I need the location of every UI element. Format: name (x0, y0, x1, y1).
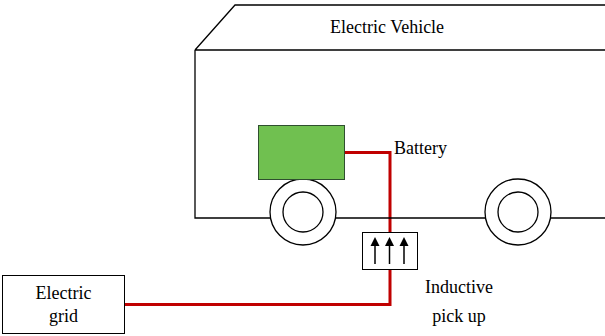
arrow-head (385, 237, 394, 246)
vehicle-outline: Battery Electric Vehicle (195, 5, 605, 219)
arrow-shaft (389, 245, 391, 264)
wheel-tyre (485, 179, 551, 245)
wheel-tyre (270, 179, 336, 245)
body-outline (195, 5, 605, 218)
arrow-head (371, 237, 380, 246)
battery-box: Battery (258, 125, 345, 180)
power-wire (125, 270, 390, 305)
power-wire (345, 153, 390, 233)
vehicle-body (195, 5, 605, 255)
pickup-box: Inductive pick up (362, 232, 418, 270)
node-label: Electric Vehicle (330, 16, 444, 39)
wheel-hub (283, 192, 323, 232)
arrow-shaft (403, 245, 405, 264)
arrow-shaft (374, 245, 376, 264)
node-label: Electric grid (29, 282, 99, 327)
wheel-hub (498, 192, 538, 232)
node-label: Battery (394, 137, 447, 160)
arrow-head (400, 237, 409, 246)
node-label: Inductive pick up (417, 273, 501, 331)
grid-box: Electric grid (2, 275, 125, 334)
pickup-arrows (363, 233, 416, 268)
